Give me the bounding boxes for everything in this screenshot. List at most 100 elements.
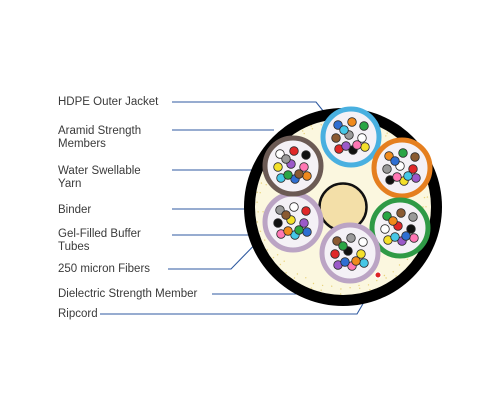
aramid-yarn-dot xyxy=(265,184,267,186)
fiber xyxy=(331,133,341,143)
fiber xyxy=(302,227,312,237)
fiber xyxy=(275,205,285,215)
aramid-yarn-dot xyxy=(276,254,279,256)
fiber xyxy=(301,150,311,160)
fiber xyxy=(332,236,342,246)
fiber xyxy=(330,249,340,259)
gel-filled-buffer-tube xyxy=(262,135,324,197)
fiber xyxy=(273,162,283,172)
aramid-yarn-dot xyxy=(340,288,342,290)
aramid-yarn-dot xyxy=(392,271,394,273)
aramid-yarn-dot xyxy=(312,282,315,285)
aramid-yarn-dot xyxy=(320,124,322,126)
aramid-yarn-dot xyxy=(398,264,401,266)
gel-filled-buffer-tube xyxy=(319,222,381,284)
fiber xyxy=(380,224,390,234)
fiber xyxy=(390,156,400,166)
fiber xyxy=(294,225,304,235)
aramid-yarn-dot xyxy=(305,277,307,279)
aramid-yarn-dot xyxy=(386,132,388,134)
aramid-yarn-dot xyxy=(256,191,258,193)
fiber xyxy=(408,164,418,174)
aramid-yarn-dot xyxy=(310,125,312,127)
fiber xyxy=(352,140,362,150)
fiber xyxy=(396,208,406,218)
aramid-yarn-dot xyxy=(266,249,268,251)
aramid-yarn-dot xyxy=(369,289,371,291)
aramid-yarn-dot xyxy=(321,284,324,287)
fiber xyxy=(341,141,351,151)
aramid-yarn-dot xyxy=(331,285,333,287)
aramid-yarn-dot xyxy=(259,192,261,194)
aramid-yarn-dot xyxy=(264,239,266,241)
fiber xyxy=(283,170,293,180)
fiber xyxy=(408,212,418,222)
aramid-yarn-dot xyxy=(310,287,313,289)
fiber xyxy=(359,258,369,268)
fiber xyxy=(273,218,283,228)
aramid-yarn-dot xyxy=(395,275,397,277)
fiber xyxy=(382,211,392,221)
gel-filled-buffer-tube xyxy=(262,191,324,253)
fiber xyxy=(338,241,348,251)
aramid-yarn-dot xyxy=(320,289,322,291)
aramid-yarn-dot xyxy=(311,128,314,130)
fiber xyxy=(339,125,349,135)
aramid-yarn-dot xyxy=(303,132,305,135)
fiber xyxy=(360,142,370,152)
gel-filled-buffer-tube xyxy=(320,106,382,168)
fiber xyxy=(388,216,398,226)
fiber xyxy=(294,169,304,179)
fiber xyxy=(281,154,291,164)
aramid-yarn-dot xyxy=(272,256,275,259)
aramid-yarn-dot xyxy=(383,274,386,277)
aramid-yarn-dot xyxy=(358,284,360,287)
fiber xyxy=(401,231,411,241)
gel-filled-buffer-tube xyxy=(371,137,433,199)
fiber xyxy=(359,121,369,131)
fiber xyxy=(403,171,413,181)
aramid-yarn-dot xyxy=(339,293,342,295)
fiber xyxy=(289,202,299,212)
aramid-yarn-dot xyxy=(385,277,387,279)
fiber xyxy=(398,148,408,158)
aramid-yarn-dot xyxy=(302,130,304,132)
fiber xyxy=(275,149,285,159)
aramid-yarn-dot xyxy=(349,287,351,289)
fiber xyxy=(333,120,343,130)
aramid-yarn-dot xyxy=(262,211,264,213)
aramid-yarn-dot xyxy=(425,206,427,208)
aramid-yarn-dot xyxy=(385,135,387,137)
fiber xyxy=(346,233,356,243)
fiber xyxy=(340,257,350,267)
aramid-yarn-dot xyxy=(376,279,378,282)
fiber xyxy=(358,237,368,247)
aramid-yarn-dot xyxy=(260,182,263,184)
fiber xyxy=(410,152,420,162)
fiber xyxy=(382,164,392,174)
fiber xyxy=(347,117,357,127)
fiber xyxy=(406,224,416,234)
aramid-yarn-dot xyxy=(257,211,259,213)
fiber xyxy=(299,218,309,228)
ripcord xyxy=(374,271,382,279)
aramid-yarn-dot xyxy=(359,287,361,289)
aramid-yarn-dot xyxy=(296,273,299,275)
aramid-yarn-dot xyxy=(256,221,258,223)
fiber xyxy=(302,171,312,181)
fiber xyxy=(283,226,293,236)
fiber xyxy=(409,233,419,243)
fiber xyxy=(411,173,421,183)
fiber xyxy=(357,133,367,143)
gel-filled-buffer-tube xyxy=(369,197,431,259)
fiber xyxy=(289,146,299,156)
aramid-yarn-dot xyxy=(259,230,262,232)
aramid-yarn-dot xyxy=(293,277,296,279)
aramid-yarn-dot xyxy=(283,260,285,262)
fiber xyxy=(281,210,291,220)
fiber xyxy=(384,151,394,161)
aramid-yarn-dot xyxy=(367,284,370,286)
fiber xyxy=(301,206,311,216)
fiber xyxy=(390,232,400,242)
